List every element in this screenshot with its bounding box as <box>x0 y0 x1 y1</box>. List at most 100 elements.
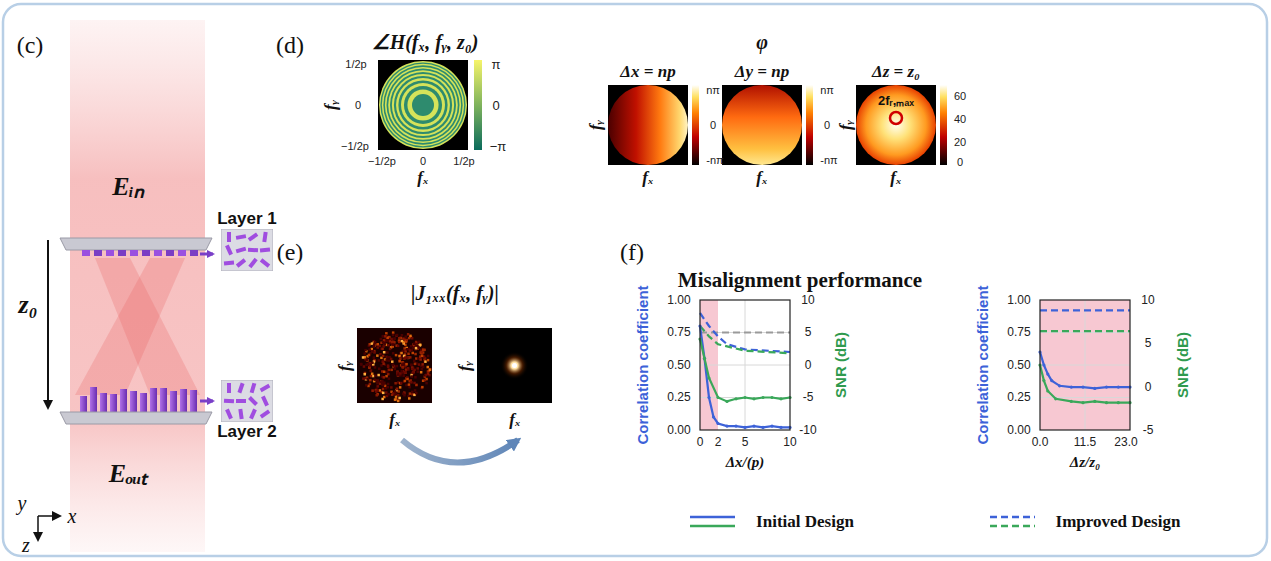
speckle <box>399 382 402 385</box>
figure-label: -nπ <box>820 154 837 166</box>
fresnel-ring <box>392 74 454 136</box>
figure-label: |J₁ₓₓ(fₓ, fᵧ)| <box>411 282 499 305</box>
meta-pillar <box>140 393 147 412</box>
figure-label: SNR (dB) <box>1174 332 1191 398</box>
figure-label: 10 <box>783 435 796 449</box>
fresnel-ring <box>383 65 462 144</box>
figure-label: 10 <box>1141 293 1154 307</box>
figure-label: Correlation coefficient <box>634 285 651 444</box>
nano-fin <box>237 383 244 394</box>
data-curve <box>700 313 790 352</box>
speckle <box>362 356 365 359</box>
legend-line <box>690 525 735 528</box>
figure-label: Δy = np <box>735 62 789 82</box>
speckle <box>370 370 373 373</box>
data-point <box>725 400 728 403</box>
figure-label: -5 <box>803 390 814 404</box>
speckle <box>397 390 400 393</box>
meta-atom <box>82 250 90 256</box>
speckle <box>420 351 423 354</box>
data-point <box>707 396 710 399</box>
speckle <box>425 374 428 377</box>
nano-fin <box>260 410 271 419</box>
layer-heading: Layer 1 <box>212 209 282 229</box>
speckle <box>391 360 394 363</box>
speckle <box>424 379 427 382</box>
layer-inset <box>221 229 273 271</box>
speckle <box>401 340 404 343</box>
nano-fin <box>236 399 246 403</box>
speckle <box>363 365 366 368</box>
speckle <box>407 357 410 360</box>
speckle <box>385 391 388 394</box>
speckle <box>374 341 377 344</box>
speckle <box>410 364 413 367</box>
speckle <box>411 391 414 394</box>
speckle <box>387 344 390 347</box>
figure-label: 23.0 <box>1114 435 1137 449</box>
speckle <box>429 368 432 371</box>
figure-label: 0.25 <box>667 390 690 404</box>
speckle <box>382 335 385 338</box>
speckle <box>404 356 407 359</box>
data-point <box>1042 379 1045 382</box>
speckle <box>393 366 396 369</box>
speckle <box>402 366 405 369</box>
colorbar <box>940 85 947 165</box>
inset-ground <box>221 229 273 271</box>
speckle <box>408 397 411 400</box>
speckle <box>388 377 391 380</box>
figure-label: 0.75 <box>667 325 690 339</box>
speckle <box>411 368 414 371</box>
speckle <box>392 344 395 347</box>
speckle <box>369 379 372 382</box>
speckle <box>366 359 369 362</box>
speckle <box>408 386 411 389</box>
speckle <box>400 352 403 355</box>
layer-node: Layer 1 <box>212 209 282 271</box>
figure-label: 1.00 <box>1007 293 1030 307</box>
speckle <box>368 354 371 357</box>
focused-spot <box>512 363 517 368</box>
radius-marker <box>890 112 902 124</box>
meta-pillar <box>110 394 117 412</box>
speckle <box>380 381 383 384</box>
focused-spot <box>501 352 529 380</box>
speckle <box>402 366 405 369</box>
speckle <box>411 375 414 378</box>
meta-atom <box>106 250 114 256</box>
nano-fin <box>262 232 267 242</box>
fresnel-ring <box>382 64 464 146</box>
data-point <box>725 425 728 428</box>
speckle <box>394 382 397 385</box>
speckle <box>389 348 392 351</box>
data-point <box>1046 389 1049 392</box>
speckle <box>364 349 367 352</box>
nano-fin <box>238 409 243 419</box>
speckle <box>382 363 385 366</box>
speckle <box>406 348 409 351</box>
nano-fin <box>248 396 258 406</box>
figure-label: 0.25 <box>1007 390 1030 404</box>
speckle <box>409 335 412 338</box>
speckle <box>405 363 408 366</box>
speckle <box>429 369 432 372</box>
fresnel-ring <box>379 61 467 149</box>
colorbar <box>474 60 482 150</box>
speckle <box>378 359 381 362</box>
speckle <box>392 334 395 337</box>
speckle <box>403 357 406 360</box>
speckle <box>417 367 420 370</box>
nano-fin <box>248 258 257 268</box>
figure-label: Δx/(p) <box>726 454 765 471</box>
figure-label: 0 <box>492 98 499 113</box>
figure-label: x <box>68 505 77 528</box>
speckle <box>394 337 397 340</box>
meta-pillar <box>190 390 197 412</box>
nano-fin <box>227 383 231 393</box>
speckle <box>402 337 405 340</box>
axis-arrow <box>38 515 60 517</box>
figure-label: 0.50 <box>1007 358 1030 372</box>
speckle <box>382 388 385 391</box>
speckle <box>390 386 393 389</box>
